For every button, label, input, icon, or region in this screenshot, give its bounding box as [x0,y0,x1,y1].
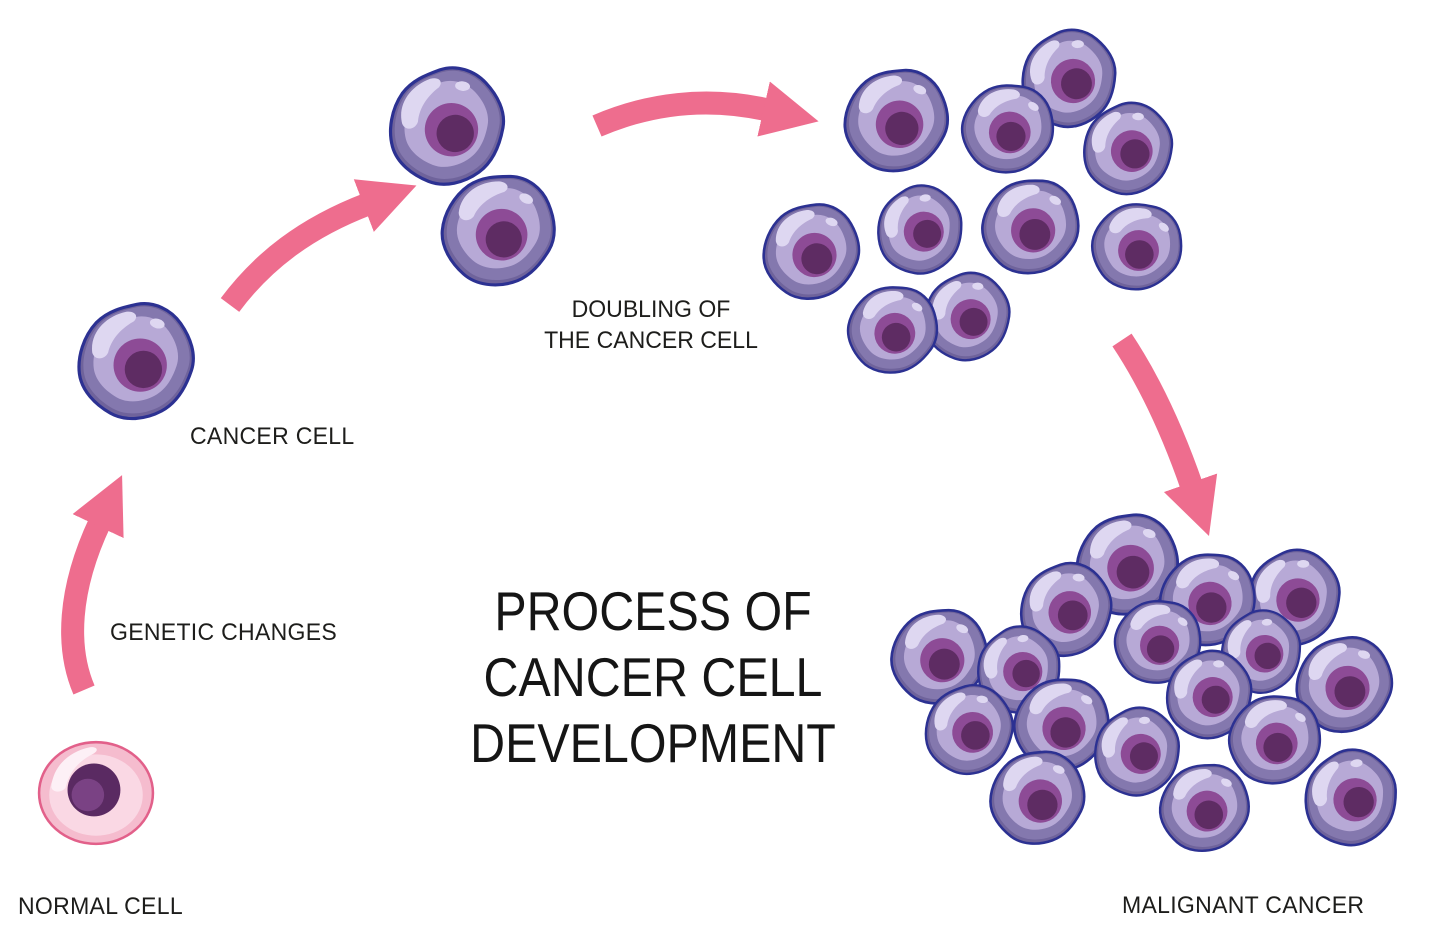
title-line-3: DEVELOPMENT [470,712,836,774]
label-normal-cell: NORMAL CELL [18,893,183,920]
arrow-genetic-changes [61,475,124,695]
doubling-pair [382,61,511,191]
arrow-to-malignant [1112,333,1218,536]
title-line-2: CANCER CELL [483,646,823,708]
cancer-cell-cluster [865,175,975,285]
cancer-cell-cluster [838,274,948,385]
label-doubling-line1: DOUBLING OF [571,296,731,323]
cancer-cell-cluster [1079,188,1196,305]
arrow-layer [61,81,1218,695]
label-doubling-line2: THE CANCER CELL [544,327,758,354]
label-genetic-changes: GENETIC CHANGES [110,619,338,646]
arrow-to-doubling [220,179,417,312]
cancer-cell-cluster [839,62,954,178]
cancer-cell-cluster [973,169,1088,284]
label-cancer-cell: CANCER CELL [190,423,355,450]
label-malignant-cancer: MALIGNANT CANCER [1122,892,1365,919]
cancer-cell-cluster [760,200,863,303]
arrow-to-cluster [592,81,819,137]
cancer-cell [79,304,193,419]
label-doubling-of-cancer-cell: DOUBLING OF THE CANCER CELL [507,294,795,356]
page-title: PROCESS OF CANCER CELL DEVELOPMENT [389,578,917,776]
title-line-1: PROCESS OF [494,580,812,642]
normal-cell [37,740,155,846]
